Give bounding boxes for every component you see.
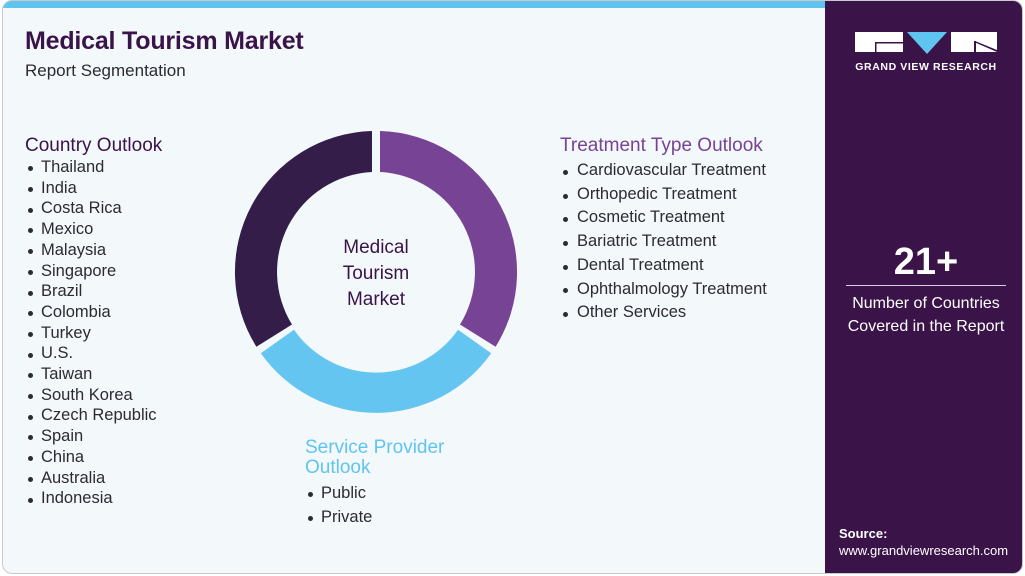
list-item: Dental Treatment xyxy=(560,254,767,278)
heading-line: Service Provider xyxy=(305,437,445,458)
list-item: Singapore xyxy=(25,261,162,282)
list-item: Costa Rica xyxy=(25,198,162,219)
stat-label-line: Number of Countries xyxy=(852,295,1000,312)
page-title: Medical Tourism Market xyxy=(25,27,304,55)
list-item: India xyxy=(25,178,162,199)
list-item: Thailand xyxy=(25,157,162,178)
list-item: Cosmetic Treatment xyxy=(560,206,767,230)
list-item: Turkey xyxy=(25,323,162,344)
list-item: China xyxy=(25,447,162,468)
treatment-list: Cardiovascular Treatment Orthopedic Trea… xyxy=(560,159,767,325)
list-item: Other Services xyxy=(560,301,767,325)
list-item: Australia xyxy=(25,468,162,489)
center-label-line: Medical xyxy=(343,237,409,258)
brand-sidebar xyxy=(825,1,1022,573)
donut-segment-service-provider xyxy=(260,329,492,413)
grand-view-research-logo-icon xyxy=(855,32,997,54)
country-list: Thailand India Costa Rica Mexico Malaysi… xyxy=(25,157,162,509)
donut-segment-country xyxy=(234,131,372,347)
source-label: Source: xyxy=(839,526,888,541)
list-item: Mexico xyxy=(25,219,162,240)
country-outlook-heading: Country Outlook xyxy=(25,135,163,156)
top-accent-bar xyxy=(3,1,825,8)
list-item: South Korea xyxy=(25,385,162,406)
brand-name: GRAND VIEW RESEARCH xyxy=(855,61,997,73)
countries-count: 21+ xyxy=(893,241,959,283)
list-item: Taiwan xyxy=(25,364,162,385)
country-outlook-section: Country Outlook Thailand India Costa Ric… xyxy=(25,135,162,509)
treatment-type-outlook-section: Treatment Type Outlook Cardiovascular Tr… xyxy=(560,135,767,325)
list-item: Bariatric Treatment xyxy=(560,230,767,254)
service-provider-list: Public Private xyxy=(305,481,475,529)
countries-count-label: Number of Countries Covered in the Repor… xyxy=(825,292,1022,338)
center-label-line: Tourism xyxy=(342,263,410,284)
list-item: Colombia xyxy=(25,302,162,323)
heading-line: Outlook xyxy=(305,457,371,478)
donut-center-label: Medical Tourism Market xyxy=(306,235,446,313)
page-subtitle: Report Segmentation xyxy=(25,61,186,80)
list-item: Brazil xyxy=(25,281,162,302)
service-provider-outlook-heading: Service Provider Outlook xyxy=(305,438,475,478)
treatment-type-outlook-heading: Treatment Type Outlook xyxy=(560,135,763,156)
center-label-line: Market xyxy=(346,289,406,310)
list-item: Spain xyxy=(25,426,162,447)
list-item: Cardiovascular Treatment xyxy=(560,159,767,183)
service-provider-outlook-section: Service Provider Outlook Public Private xyxy=(305,438,475,529)
list-item: U.S. xyxy=(25,343,162,364)
list-item: Malaysia xyxy=(25,240,162,261)
list-item: Orthopedic Treatment xyxy=(560,183,767,207)
list-item: Czech Republic xyxy=(25,405,162,426)
stat-divider xyxy=(846,285,1006,286)
segmentation-donut-chart xyxy=(234,131,518,413)
donut-segment-treatment xyxy=(380,131,518,347)
list-item: Public xyxy=(305,481,475,505)
list-item: Indonesia xyxy=(25,488,162,509)
list-item: Ophthalmology Treatment xyxy=(560,278,767,302)
stat-label-line: Covered in the Report xyxy=(847,318,1005,335)
list-item: Private xyxy=(305,505,475,529)
source-url: www.grandviewresearch.com xyxy=(839,543,1009,558)
